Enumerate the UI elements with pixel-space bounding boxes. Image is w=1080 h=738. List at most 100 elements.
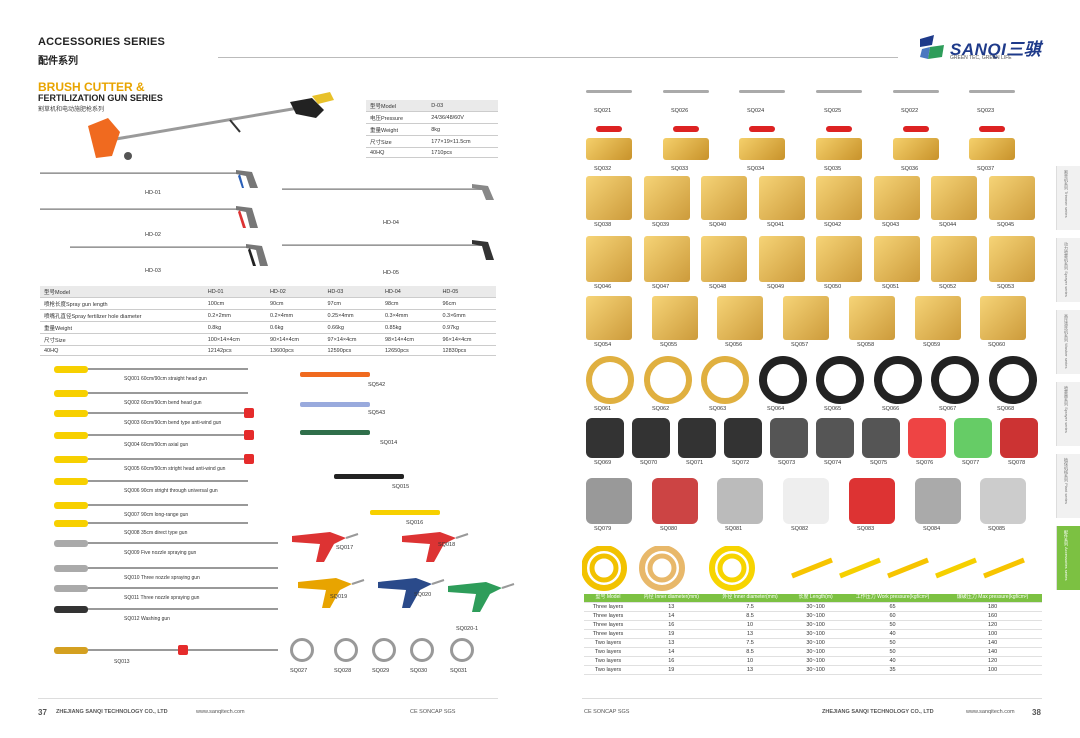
table-cell: 24/36/48/60V bbox=[427, 111, 498, 124]
accessory-image bbox=[770, 418, 808, 458]
table-cell: Three layers bbox=[584, 602, 632, 612]
product-code: SQ056 bbox=[725, 342, 743, 348]
table-cell: 13600pcs bbox=[265, 345, 324, 356]
table-cell: 97cm bbox=[323, 297, 381, 310]
product-code: SQ018 bbox=[438, 542, 456, 548]
product-code: SQ035 bbox=[824, 166, 842, 172]
product-code: SQ079 bbox=[594, 526, 612, 532]
side-tab-5[interactable]: 配件系列 Accessories series bbox=[1056, 526, 1080, 590]
accessory-image bbox=[678, 418, 716, 458]
gun-rod bbox=[88, 522, 248, 524]
accessory-image bbox=[717, 296, 763, 340]
product-code: SQ051 bbox=[882, 284, 900, 290]
side-tab-4[interactable]: 植保机械系列 Plant series bbox=[1056, 454, 1080, 518]
accessory-image bbox=[969, 124, 1015, 164]
certifications-left: CE SONCAP SGS bbox=[410, 709, 456, 715]
table-cell: 12142pcs bbox=[203, 345, 266, 356]
product-code: SQ028 bbox=[334, 668, 352, 674]
table-header: 型号 Model bbox=[584, 594, 632, 603]
gun-rod bbox=[88, 504, 248, 506]
table-cell: 尺寸Size bbox=[366, 135, 428, 148]
accessory-image bbox=[908, 418, 946, 458]
accessory-image bbox=[446, 580, 515, 616]
accessory-image bbox=[1000, 418, 1038, 458]
accessory-image bbox=[931, 356, 979, 404]
table-cell: 16 bbox=[631, 656, 711, 666]
spray-gun-label: SQ002 60cm/90cm bend head gun bbox=[124, 400, 202, 406]
footer-divider-right bbox=[582, 698, 1042, 699]
gun-handle bbox=[54, 606, 88, 613]
gun-rod bbox=[88, 368, 248, 370]
accessory-image bbox=[739, 80, 785, 106]
hd05-gun-image bbox=[282, 240, 494, 260]
accessory-image bbox=[652, 296, 698, 340]
product-code: SQ077 bbox=[962, 460, 980, 466]
accessory-image bbox=[954, 418, 992, 458]
table-cell: 喷枪长度Spray gun length bbox=[40, 297, 204, 310]
product-code: SQ040 bbox=[709, 222, 727, 228]
product-code: SQ083 bbox=[857, 526, 875, 532]
accessory-image bbox=[893, 80, 939, 106]
accessory-image bbox=[586, 80, 632, 106]
side-tab-2[interactable]: 高压清洗机系列 Washer series bbox=[1056, 310, 1080, 374]
product-code: SQ068 bbox=[997, 406, 1015, 412]
product-code: SQ073 bbox=[778, 460, 796, 466]
gun-handle bbox=[54, 520, 88, 527]
accessory-image bbox=[989, 176, 1035, 220]
table-cell: 0.6kg bbox=[265, 321, 324, 334]
table-cell: HD-03 bbox=[323, 286, 381, 298]
accessory-image bbox=[816, 124, 862, 164]
accessory-image bbox=[632, 418, 670, 458]
side-tab-0[interactable]: 割草机系列 Trimmer series bbox=[1056, 166, 1080, 230]
side-tab-1[interactable]: 动力喷雾机系列 Sprayer series bbox=[1056, 238, 1080, 302]
side-tab-label: 高压清洗机系列 Washer series bbox=[1064, 314, 1069, 369]
hose-images bbox=[582, 546, 1025, 591]
brush-cutter-image bbox=[88, 92, 334, 160]
table-cell: 40HQ bbox=[40, 345, 204, 356]
product-code: SQ015 bbox=[392, 484, 410, 490]
product-code: SQ029 bbox=[372, 668, 390, 674]
gun-rod bbox=[88, 567, 278, 569]
table-cell: 0.25×4mm bbox=[323, 309, 381, 322]
product-code: SQ037 bbox=[977, 166, 995, 172]
side-tab-label: 动力喷雾机系列 Sprayer series bbox=[1064, 242, 1069, 297]
hd04-gun-image bbox=[282, 184, 494, 200]
table-header: 长度 Length(m) bbox=[789, 594, 842, 603]
table-cell: 19 bbox=[631, 665, 711, 675]
product-code: SQ043 bbox=[882, 222, 900, 228]
fertilization-title: FERTILIZATION GUN SERIES bbox=[38, 93, 163, 103]
header-divider bbox=[218, 57, 898, 58]
accessory-image bbox=[849, 296, 895, 340]
hd04-label: HD-04 bbox=[383, 220, 399, 226]
accessory-image bbox=[586, 176, 632, 220]
accessory-image bbox=[759, 176, 805, 220]
table-cell: 140 bbox=[943, 647, 1042, 657]
product-code: SQ049 bbox=[767, 284, 785, 290]
table-cell: 140 bbox=[943, 638, 1042, 648]
product-code: SQ078 bbox=[1008, 460, 1026, 466]
table-cell: 90cm bbox=[265, 297, 324, 310]
product-code: SQ025 bbox=[824, 108, 842, 114]
product-code: SQ059 bbox=[923, 342, 941, 348]
table-cell: 40 bbox=[841, 656, 944, 666]
side-tab-3[interactable]: 喷雾器系列 Sprayer series bbox=[1056, 382, 1080, 446]
accessory-image bbox=[915, 296, 961, 340]
section-title: ACCESSORIES SERIES bbox=[38, 36, 166, 48]
accessory-image bbox=[701, 356, 749, 404]
product-code: SQ072 bbox=[732, 460, 750, 466]
gun-handle bbox=[54, 366, 88, 373]
accessory-image bbox=[644, 356, 692, 404]
product-code: SQ057 bbox=[791, 342, 809, 348]
nozzle-tip bbox=[244, 454, 254, 464]
accessory-image bbox=[376, 576, 446, 612]
product-code: SQ041 bbox=[767, 222, 785, 228]
spray-gun-label: SQ004 60cm/90cm axial gun bbox=[124, 442, 189, 448]
product-code: SQ070 bbox=[640, 460, 658, 466]
product-code: SQ542 bbox=[368, 382, 386, 388]
table-cell: Two layers bbox=[584, 647, 632, 657]
page-number-left: 37 bbox=[38, 708, 47, 717]
